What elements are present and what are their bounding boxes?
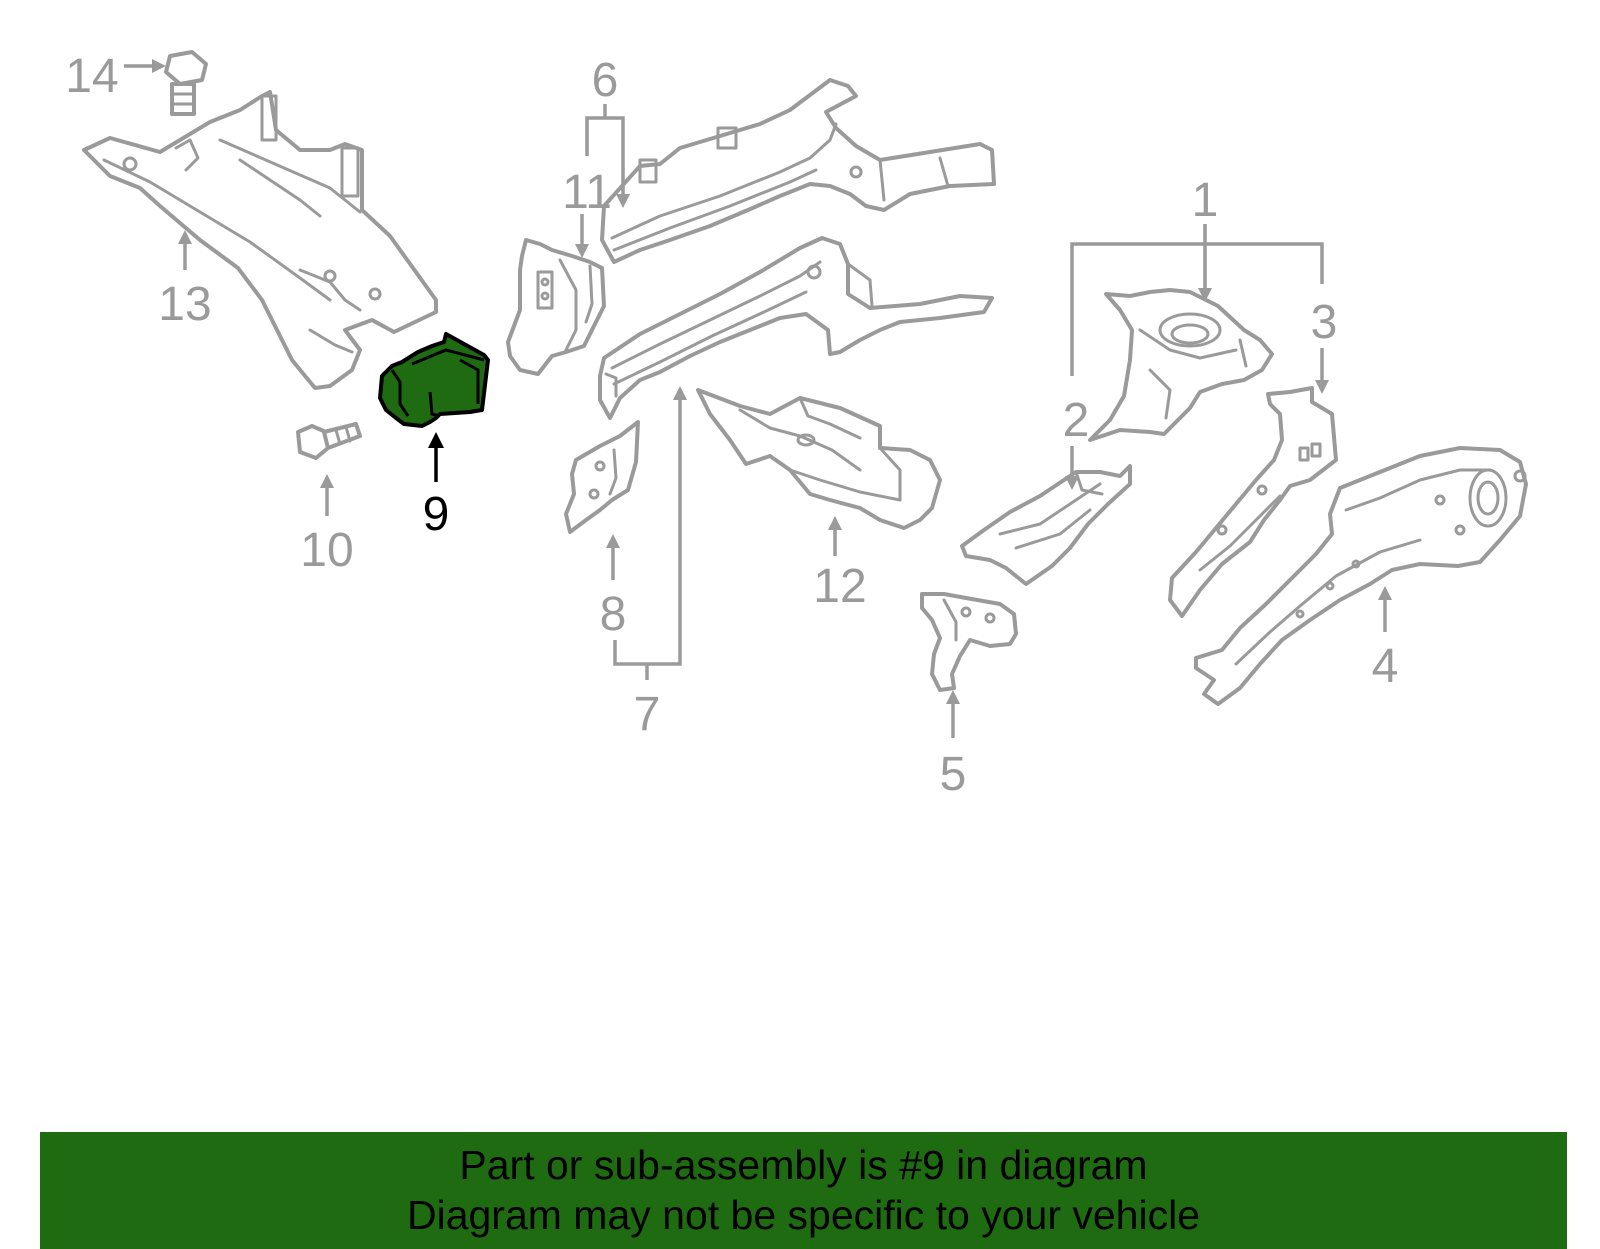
part-10-bolt[interactable] bbox=[296, 422, 362, 460]
banner-line-part: Part or sub-assembly is #9 in diagram bbox=[459, 1142, 1148, 1188]
part-1-strut-tower[interactable] bbox=[1088, 288, 1274, 442]
callout-4: 4 bbox=[1372, 640, 1399, 693]
info-banner: Part or sub-assembly is #9 in diagram Di… bbox=[40, 1132, 1567, 1249]
part-6-rail[interactable] bbox=[600, 78, 996, 264]
part-14-bolt[interactable] bbox=[164, 50, 208, 116]
part-11-panel[interactable] bbox=[506, 238, 606, 376]
part-4-side-member[interactable] bbox=[1194, 446, 1528, 706]
callout-11: 11 bbox=[562, 166, 612, 219]
callout-labels: 14 13 10 9 6 11 8 7 12 1 2 3 4 5 bbox=[65, 50, 1398, 801]
callout-2: 2 bbox=[1063, 394, 1090, 447]
callout-7: 7 bbox=[634, 688, 661, 741]
callout-14: 14 bbox=[65, 50, 118, 103]
part-8-bracket[interactable] bbox=[564, 420, 640, 534]
callout-9: 9 bbox=[423, 488, 450, 541]
callout-3: 3 bbox=[1311, 296, 1338, 349]
callout-10: 10 bbox=[300, 524, 353, 577]
callout-12: 12 bbox=[813, 560, 866, 613]
part-13-subframe[interactable] bbox=[82, 90, 438, 390]
callout-1: 1 bbox=[1192, 174, 1219, 227]
part-5-bracket[interactable] bbox=[920, 592, 1018, 692]
part-2-panel[interactable] bbox=[960, 464, 1132, 586]
callout-13: 13 bbox=[158, 278, 211, 331]
callout-6: 6 bbox=[592, 54, 619, 107]
callout-5: 5 bbox=[940, 748, 967, 801]
callout-8: 8 bbox=[600, 588, 627, 641]
leader-lines bbox=[124, 59, 1392, 738]
part-7-rail[interactable] bbox=[598, 236, 994, 420]
banner-line-disclaimer: Diagram may not be specific to your vehi… bbox=[406, 1192, 1200, 1238]
part-12-member[interactable] bbox=[696, 388, 942, 530]
part-9-bracket-highlighted[interactable] bbox=[378, 332, 490, 428]
part-3-panel[interactable] bbox=[1168, 386, 1338, 618]
